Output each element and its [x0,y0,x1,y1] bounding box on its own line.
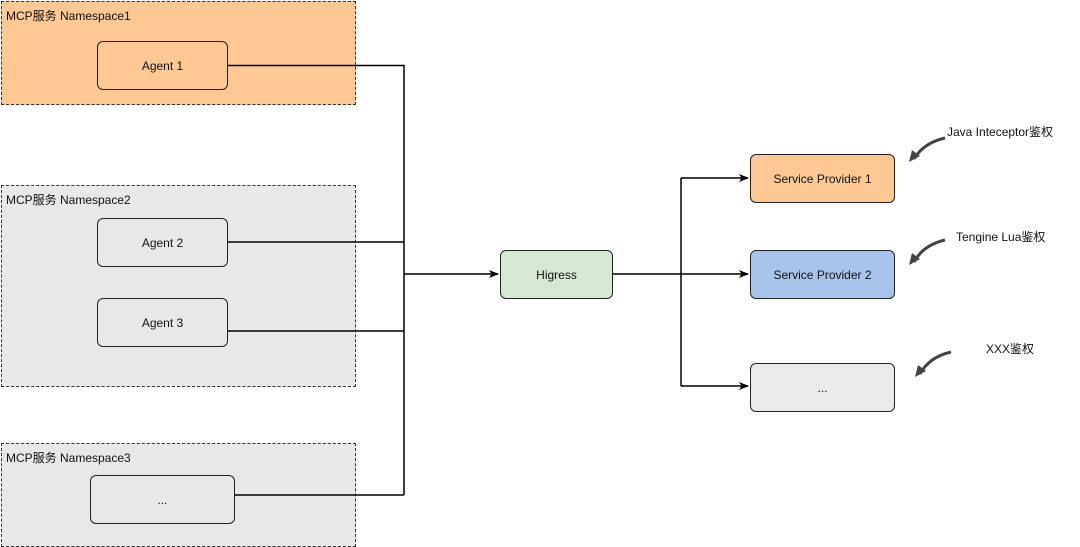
namespace3-label: MCP服务 Namespace3 [6,451,131,465]
agent1-link [228,64,405,495]
namespace1-label: MCP服务 Namespace1 [6,9,131,23]
service-provider-3-node[interactable]: ... [750,363,895,412]
service-provider-3-label: ... [817,380,828,395]
service-provider-2-label: Service Provider 2 [773,267,872,282]
agent-3-node[interactable]: Agent 3 [97,298,228,347]
higress-gateway-node[interactable]: Higress [500,250,613,299]
agent-2-node[interactable]: Agent 2 [97,218,228,267]
agent-2-label: Agent 2 [141,235,184,250]
namespace2-label: MCP服务 Namespace2 [6,193,131,207]
service-provider-1-label: Service Provider 1 [773,171,872,186]
agent-3-label: Agent 3 [141,315,184,330]
service-provider-1-node[interactable]: Service Provider 1 [750,154,895,203]
curved-arrow-icons [909,136,952,377]
higress-label: Higress [536,267,577,282]
agent-4-node[interactable]: ... [90,475,235,524]
auth-note-2: Tengine Lua鉴权 [956,230,1046,244]
auth-note-3: XXX鉴权 [986,342,1035,356]
agent-1-label: Agent 1 [141,58,184,73]
agent-4-label: ... [157,492,168,507]
auth-note-1: Java Inteceptor鉴权 [947,125,1054,139]
service-provider-2-node[interactable]: Service Provider 2 [750,250,895,299]
agent-1-node[interactable]: Agent 1 [97,41,228,90]
